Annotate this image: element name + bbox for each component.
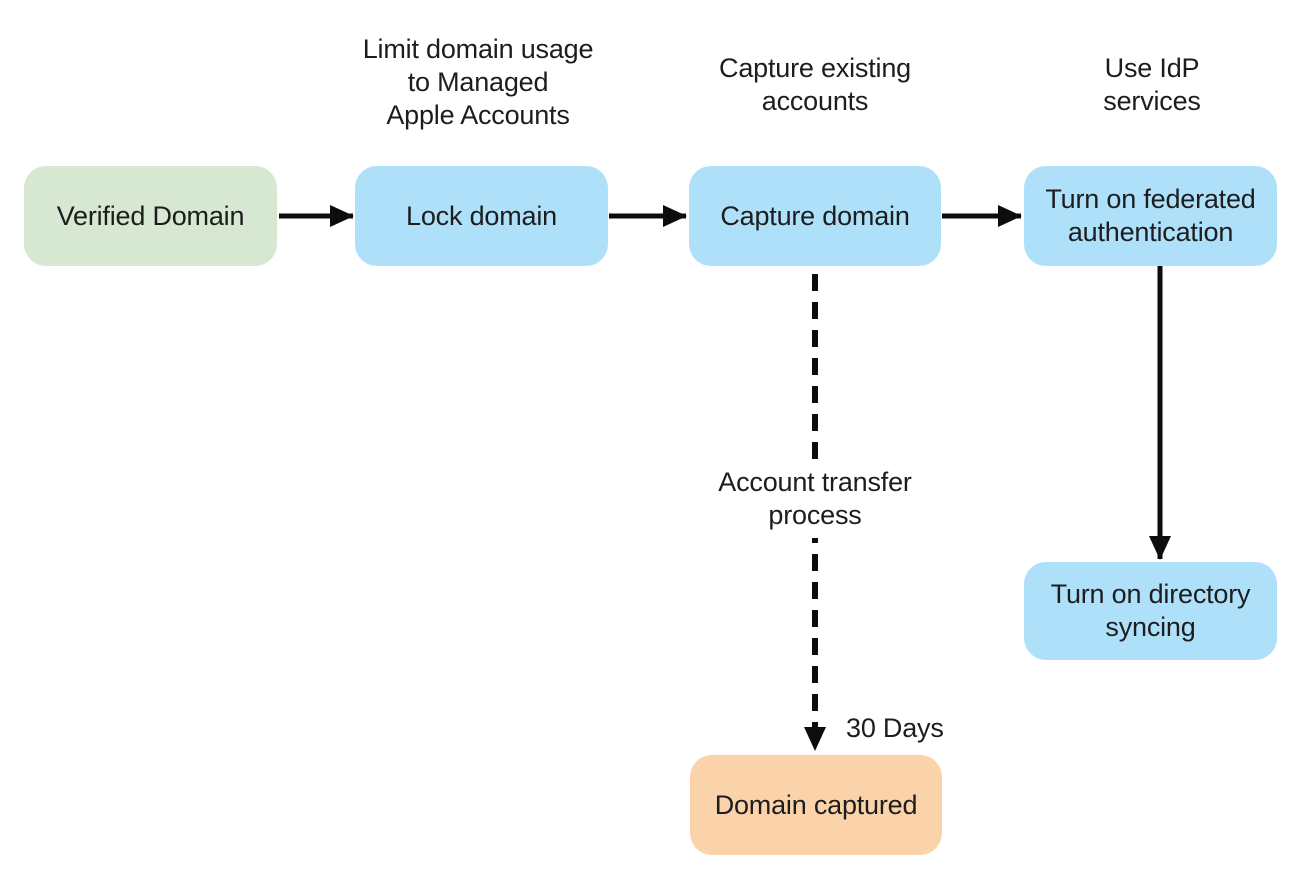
node-turn-on-federated-authentication: Turn on federated authentication xyxy=(1024,166,1277,266)
capture-existing-accounts-note: Capture existing accounts xyxy=(719,53,911,116)
node-lock-domain: Lock domain xyxy=(355,166,608,266)
node-domain-captured-label: Domain captured xyxy=(714,789,918,820)
node-verified-domain-label: Verified Domain xyxy=(56,200,245,231)
node-verified-domain: Verified Domain xyxy=(24,166,277,266)
node-domain-captured: Domain captured xyxy=(690,755,942,855)
limit-domain-usage-note: Limit domain usage to Managed Apple Acco… xyxy=(362,34,594,130)
node-lock-domain-label: Lock domain xyxy=(406,200,557,231)
node-turn-on-directory-syncing: Turn on directory syncing xyxy=(1024,562,1277,660)
node-capture-domain: Capture domain xyxy=(689,166,941,266)
node-turn-on-directory-syncing-label: Turn on directory syncing xyxy=(1050,579,1251,642)
thirty-days-note: 30 Days xyxy=(846,713,944,743)
account-transfer-process-note: Account transfer process xyxy=(695,460,935,538)
node-capture-domain-label: Capture domain xyxy=(720,200,910,231)
use-idp-services-note: Use IdP services xyxy=(1103,53,1201,116)
node-turn-on-federated-authentication-label: Turn on federated authentication xyxy=(1045,184,1256,247)
